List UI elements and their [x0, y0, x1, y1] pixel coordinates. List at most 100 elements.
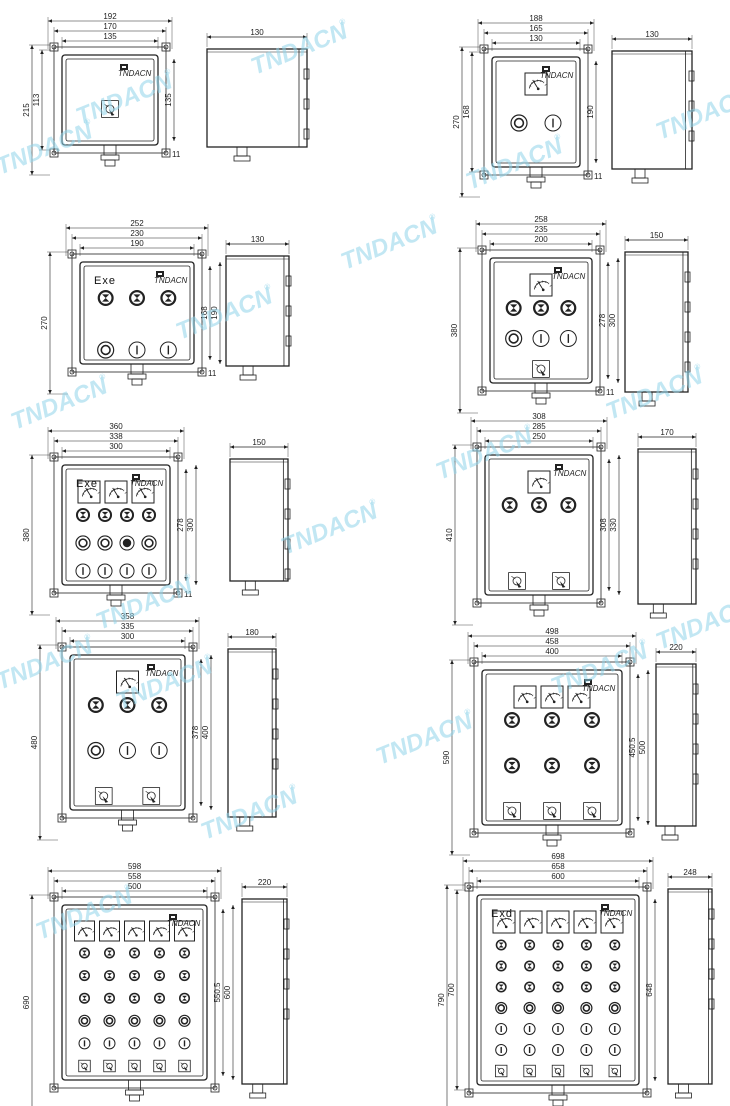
- side-fitting: [283, 948, 290, 960]
- side-fitting: [692, 683, 699, 695]
- meter-pivot: [558, 925, 562, 929]
- cable-gland-side-nut: [233, 155, 251, 162]
- cable-gland-tail: [104, 159, 116, 167]
- cover-inner-edge: [73, 658, 182, 807]
- indicator-ring-icon: [97, 535, 113, 551]
- push-button-mark: [182, 973, 187, 979]
- brand-logo-mark: [557, 466, 561, 468]
- mounting-hole: [585, 172, 591, 178]
- meter-tick: [535, 917, 537, 920]
- dimension-label: 130: [529, 34, 543, 43]
- pilot-lamp-icon: [495, 1023, 508, 1035]
- cable-gland-side-nut: [661, 834, 679, 841]
- meter-needle: [548, 692, 555, 703]
- cable-gland-side-nut: [675, 1092, 692, 1099]
- mounting-hole: [69, 369, 75, 375]
- meter-scale-arc: [109, 488, 124, 497]
- pilot-lamp-icon: [559, 330, 577, 347]
- dimension-label: 200: [534, 235, 548, 244]
- rotary-switch-marker: [582, 1067, 586, 1070]
- enclosure-side-view: [229, 458, 289, 582]
- enclosure-side-view: [206, 48, 308, 148]
- cable-gland-side-nut: [241, 589, 259, 596]
- meter-needle: [554, 917, 561, 928]
- dimension-label: 600: [551, 872, 565, 881]
- cable-gland-side: [244, 580, 256, 591]
- indicator-ring-icon: [608, 1001, 621, 1015]
- meter-frame: [519, 910, 543, 934]
- mounting-lug: [49, 588, 59, 598]
- rotary-switch-handle: [557, 1071, 562, 1076]
- watermark-text: TNDACN: [92, 572, 197, 635]
- indicator-ring-inner: [80, 1016, 89, 1025]
- indicator-ring-icon: [510, 114, 528, 132]
- meter-scale-arc: [153, 927, 167, 936]
- meter-scale-arc: [532, 478, 547, 487]
- cable-gland-side-nut: [631, 177, 649, 184]
- dimension-label: 278: [598, 313, 607, 327]
- pilot-lamp-icon: [103, 1037, 116, 1050]
- push-button-mark: [157, 973, 162, 979]
- emergency-stop-cap: [122, 538, 132, 548]
- meter-tick: [537, 919, 540, 922]
- meter-tick: [578, 923, 581, 925]
- mounting-outline: [71, 253, 203, 373]
- mounting-lug: [49, 1083, 59, 1093]
- brand-logo-text: TNDACN: [540, 71, 574, 80]
- watermark-text: TNDACN: [277, 497, 382, 560]
- cable-gland-tail: [535, 397, 547, 405]
- meter-needle: [608, 917, 615, 928]
- mounting-lug: [479, 170, 489, 180]
- side-fitting: [284, 538, 291, 550]
- meter-scale-arc: [529, 80, 544, 89]
- dimension-label: 220: [669, 643, 683, 652]
- dimension-label: 338: [109, 432, 123, 441]
- pilot-lamp-icon: [544, 114, 562, 132]
- push-button-mark: [145, 511, 153, 519]
- brand-logo-mark: [171, 916, 175, 918]
- meter-tick: [547, 695, 549, 698]
- watermark-text: TNDACN: [0, 632, 97, 695]
- dimension-label: 598: [128, 862, 142, 871]
- meter-tick: [587, 697, 590, 699]
- mounting-hole: [479, 388, 485, 394]
- mounting-lug: [173, 588, 183, 598]
- cover-inner-edge: [65, 58, 155, 142]
- dimension-label: 498: [545, 627, 559, 636]
- push-button-mark: [498, 984, 504, 990]
- pilot-lamp-icon: [119, 563, 135, 579]
- rotary-switch-plate: [101, 100, 119, 118]
- push-button-mark: [107, 950, 112, 956]
- cable-gland-tail: [110, 599, 122, 607]
- push-button-mark: [588, 761, 596, 770]
- meter-scale-arc: [524, 918, 539, 927]
- mounting-outline: [53, 456, 179, 594]
- mounting-outline: [483, 48, 589, 176]
- rotary-switch-icon: [81, 1062, 88, 1070]
- cable-gland-side: [236, 146, 248, 157]
- meter-needle: [85, 487, 92, 498]
- rotary-switch-marker: [180, 1062, 184, 1065]
- rotary-switch-icon: [536, 364, 546, 374]
- mounting-hole: [481, 172, 487, 178]
- meter-tick: [526, 920, 528, 923]
- push-button-face: [610, 962, 619, 970]
- mounting-hole: [175, 590, 181, 596]
- meter-needle: [535, 477, 542, 488]
- watermark-text: TNDACN: [462, 132, 567, 195]
- indicator-ring-icon: [78, 1014, 91, 1027]
- brand-logo-mark: [149, 666, 153, 668]
- side-fitting: [272, 728, 279, 740]
- meter-tick: [536, 283, 538, 286]
- meter-tick: [122, 680, 125, 683]
- rotary-switch-marker: [80, 1062, 84, 1065]
- meter-tick: [508, 917, 510, 920]
- rotary-switch-handle: [510, 811, 517, 818]
- mounting-outline: [53, 896, 216, 1089]
- meter-tick: [86, 488, 89, 491]
- rotary-switch-icon: [498, 1067, 505, 1075]
- push-button-mark: [157, 995, 162, 1001]
- push-button-mark: [583, 942, 589, 948]
- rotary-switch-icon: [146, 791, 156, 801]
